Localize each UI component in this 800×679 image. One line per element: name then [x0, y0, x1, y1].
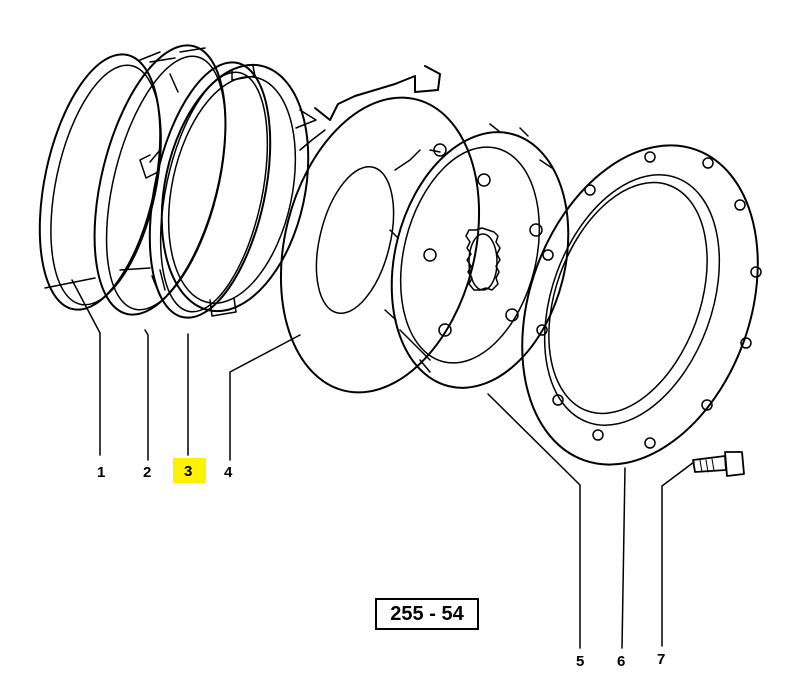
reference-number-box: 255 - 54: [375, 598, 479, 630]
callout-label-4: 4: [224, 464, 233, 481]
callout-label-6: 6: [617, 653, 625, 670]
leader-2: [144, 329, 149, 461]
callout-label-3: 3: [184, 463, 192, 480]
reference-number: 255 - 54: [390, 602, 464, 625]
hub-disc[interactable]: [366, 113, 594, 406]
leader-4: [229, 334, 301, 461]
ring-part-3[interactable]: [129, 47, 291, 329]
callout-label-7: 7: [657, 651, 665, 668]
disc-part-5[interactable]: [252, 65, 509, 414]
leader-6: [621, 467, 626, 649]
callout-label-2: 2: [143, 464, 151, 481]
leader-5: [487, 393, 581, 649]
callout-label-5: 5: [576, 653, 584, 670]
bolt-part-7[interactable]: [692, 451, 745, 477]
plate-part-4[interactable]: [139, 51, 329, 325]
highlight-box-part-3: [173, 458, 206, 483]
leader-1: [71, 279, 101, 456]
callout-label-1: 1: [97, 464, 105, 481]
leader-7: [661, 461, 695, 647]
flange-part-6[interactable]: [480, 112, 800, 497]
leader-lines: [71, 279, 695, 649]
